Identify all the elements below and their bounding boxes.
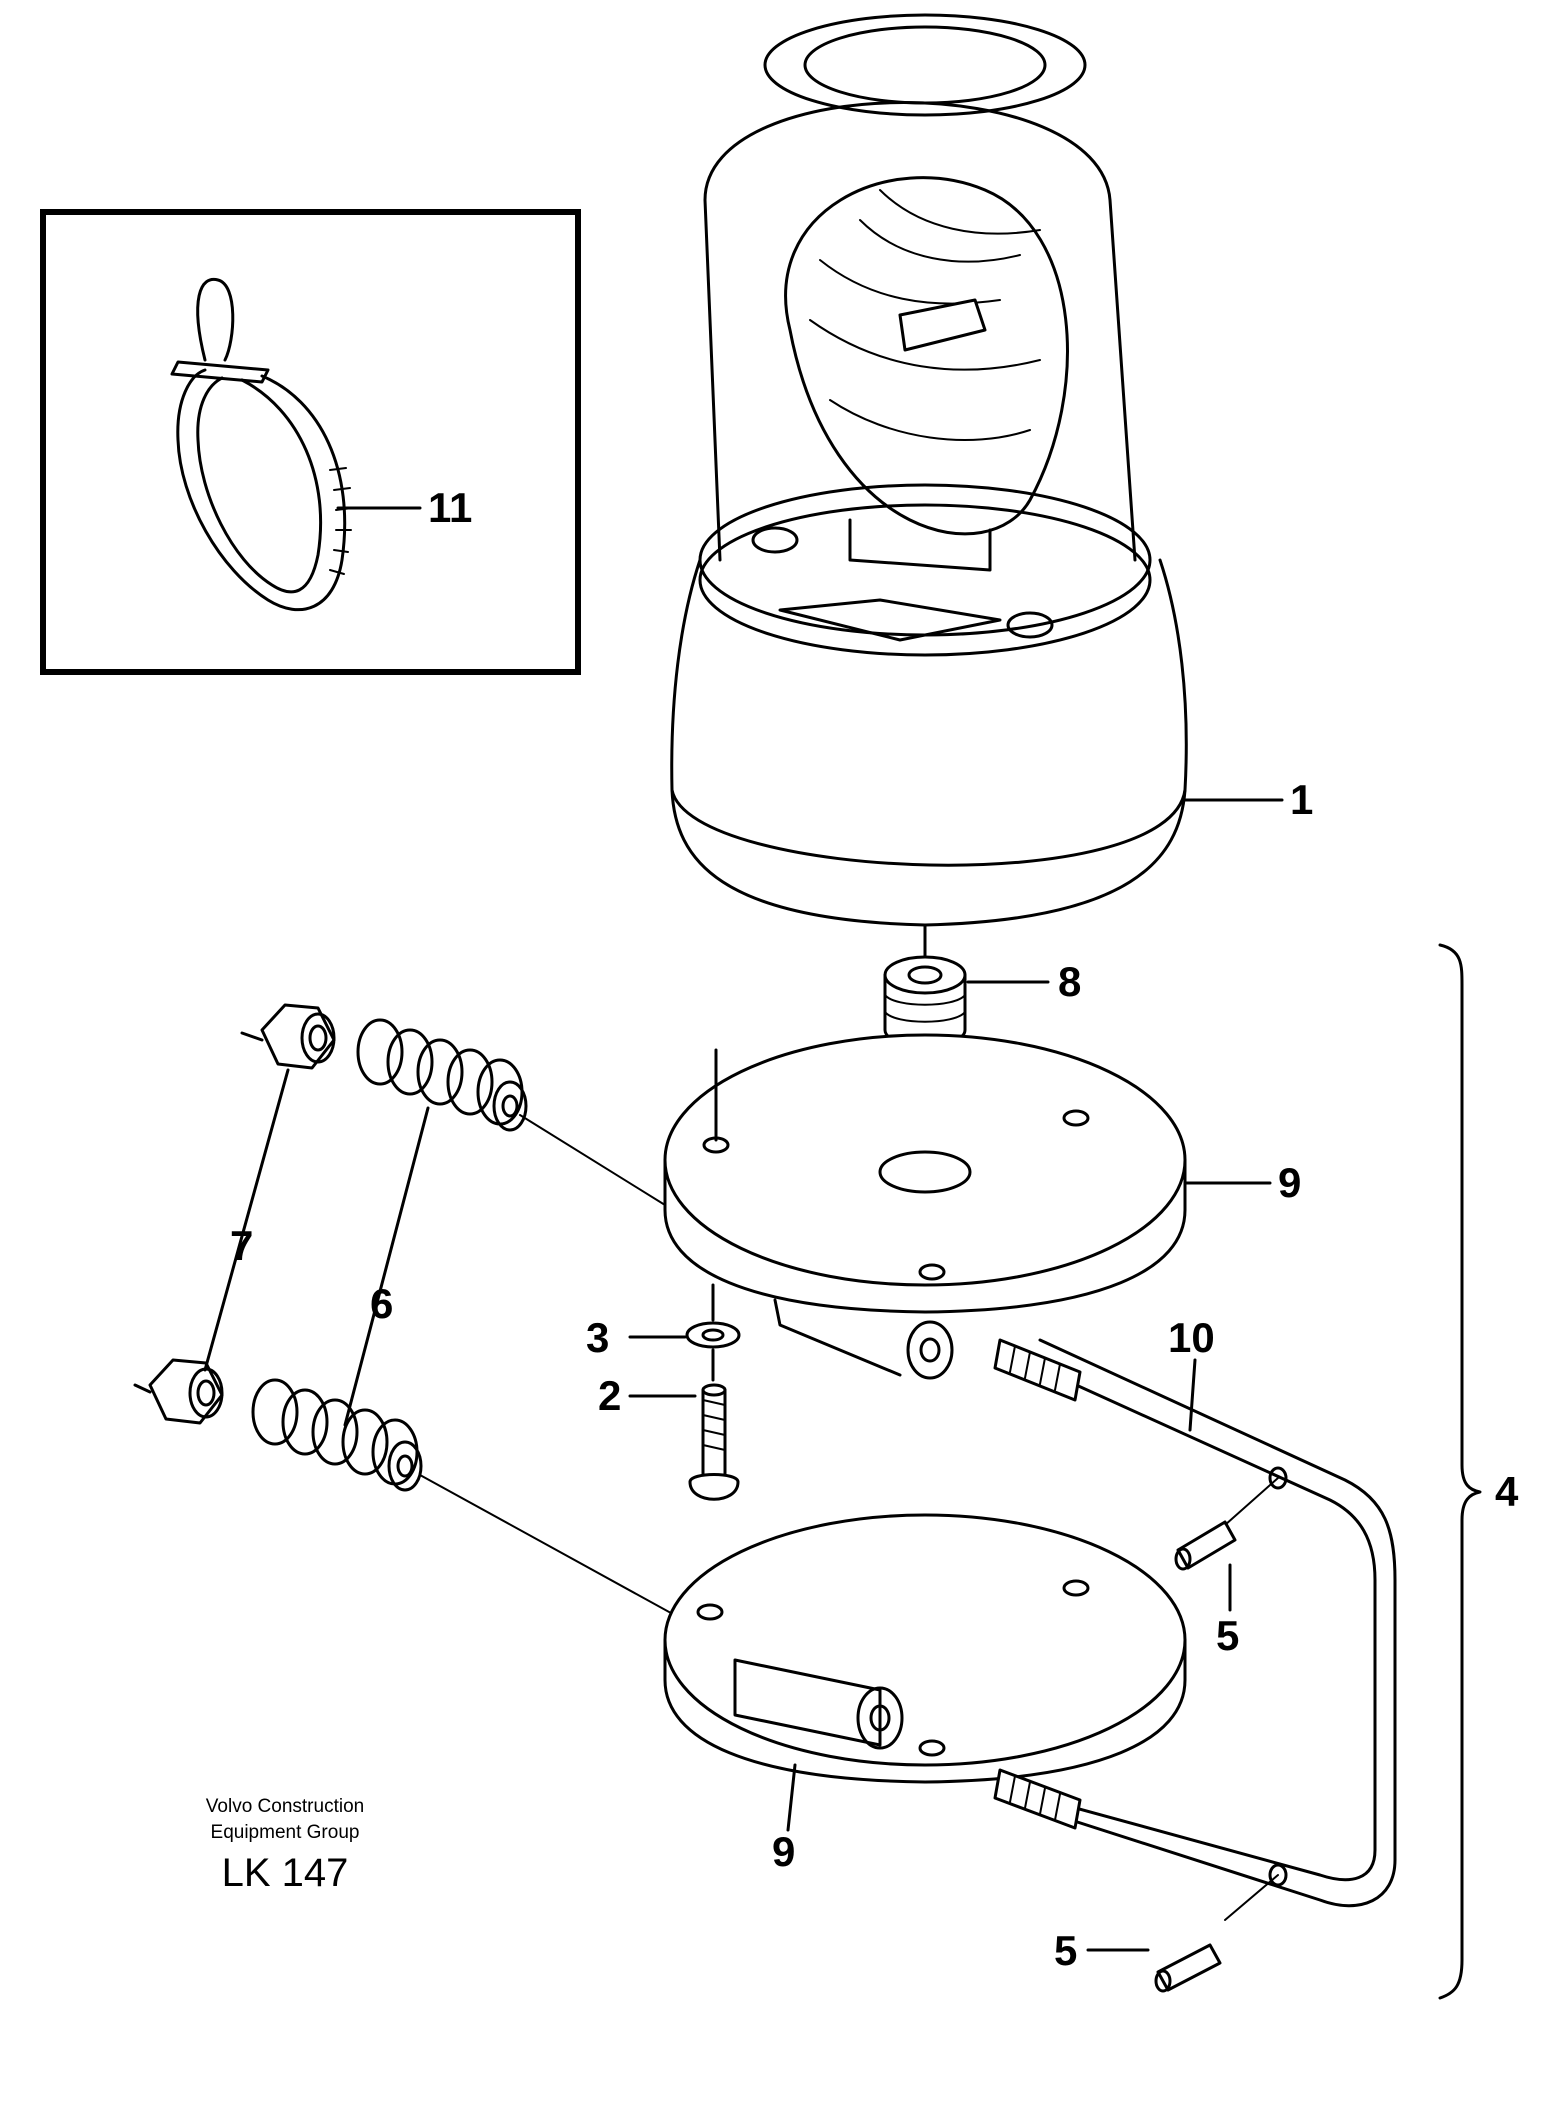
callout-1: 1 <box>1290 776 1313 823</box>
leader-9b <box>786 1763 797 1832</box>
upper-mounting-plate <box>663 1033 1187 1377</box>
rotating-beacon <box>670 13 1188 927</box>
callout-5a: 5 <box>1216 1612 1239 1659</box>
drawing-code: LK 147 <box>222 1851 349 1895</box>
leader-7 <box>203 1068 290 1372</box>
leader-6 <box>343 1106 430 1427</box>
grommet <box>883 923 967 1162</box>
callout-3: 3 <box>586 1314 609 1361</box>
credit-line-1: Volvo Construction <box>206 1796 364 1817</box>
pin-lower <box>1154 1874 1279 1993</box>
spring-upper <box>356 1018 528 1132</box>
inset-cable-tie <box>40 209 581 675</box>
callout-10: 10 <box>1168 1314 1215 1361</box>
callout-7: 7 <box>230 1222 253 1269</box>
callout-2: 2 <box>598 1372 621 1419</box>
pin-upper <box>1174 1477 1279 1571</box>
nut-upper <box>240 1003 336 1070</box>
brace-4 <box>1438 943 1482 2000</box>
bolt <box>688 1348 740 1501</box>
leader-10 <box>1188 1358 1197 1432</box>
cable-tie-icon <box>170 277 353 612</box>
callout-6: 6 <box>370 1280 393 1327</box>
reflector <box>784 176 1069 536</box>
callout-11: 11 <box>428 484 472 531</box>
nut-lower <box>133 1358 224 1425</box>
washer <box>685 1283 741 1349</box>
callout-9b: 9 <box>772 1828 795 1875</box>
u-bolt <box>906 1320 1397 1908</box>
lower-mounting-plate <box>663 1513 1187 1784</box>
callout-9a: 9 <box>1278 1159 1301 1206</box>
spring-lower <box>251 1378 423 1492</box>
callout-5b: 5 <box>1054 1927 1077 1974</box>
callout-4: 4 <box>1495 1468 1519 1515</box>
callout-8: 8 <box>1058 958 1081 1005</box>
credit-line-2: Equipment Group <box>211 1822 360 1843</box>
